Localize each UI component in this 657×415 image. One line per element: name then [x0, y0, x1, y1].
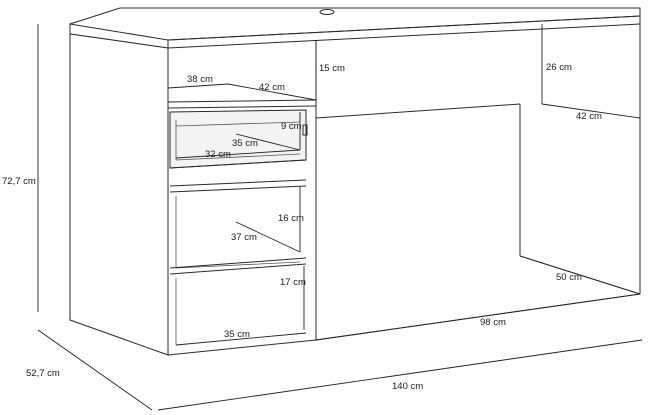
dimension-lines	[37, 24, 643, 411]
dim-depth-total: 52,7 cm	[26, 368, 60, 379]
dim-drawer-inner-width: 38 cm	[187, 74, 213, 85]
dim-shelf-depth-upper: 37 cm	[231, 232, 257, 243]
dim-shelf-depth-lower: 35 cm	[224, 329, 250, 340]
dim-drawer-height: 9 cm	[281, 121, 302, 132]
dim-shelf-height-lower: 17 cm	[280, 277, 306, 288]
dim-leg-depth: 50 cm	[556, 272, 582, 283]
shelf-lower	[169, 257, 307, 345]
drawer	[169, 109, 308, 169]
drawer-handle-icon	[302, 124, 308, 136]
knee-space	[315, 24, 641, 341]
shelf-upper	[169, 179, 307, 269]
dim-drawer-width: 32 cm	[205, 149, 231, 160]
dim-knee-depth: 42 cm	[576, 111, 602, 122]
dim-shelf-height-upper: 16 cm	[278, 213, 304, 224]
dim-height-total: 72,7 cm	[2, 176, 36, 187]
dim-drawer-depth-top: 42 cm	[259, 82, 285, 93]
cable-grommet-icon	[319, 9, 335, 15]
dim-knee-height-front: 26 cm	[546, 62, 572, 73]
dim-drawer-depth: 35 cm	[232, 138, 258, 149]
dim-width-total: 140 cm	[392, 381, 423, 392]
dim-knee-width: 98 cm	[480, 317, 506, 328]
pedestal-front	[167, 40, 317, 356]
desk-top	[69, 7, 641, 49]
dim-top-front-gap: 15 cm	[319, 63, 345, 74]
pedestal-side-panel	[69, 33, 169, 356]
